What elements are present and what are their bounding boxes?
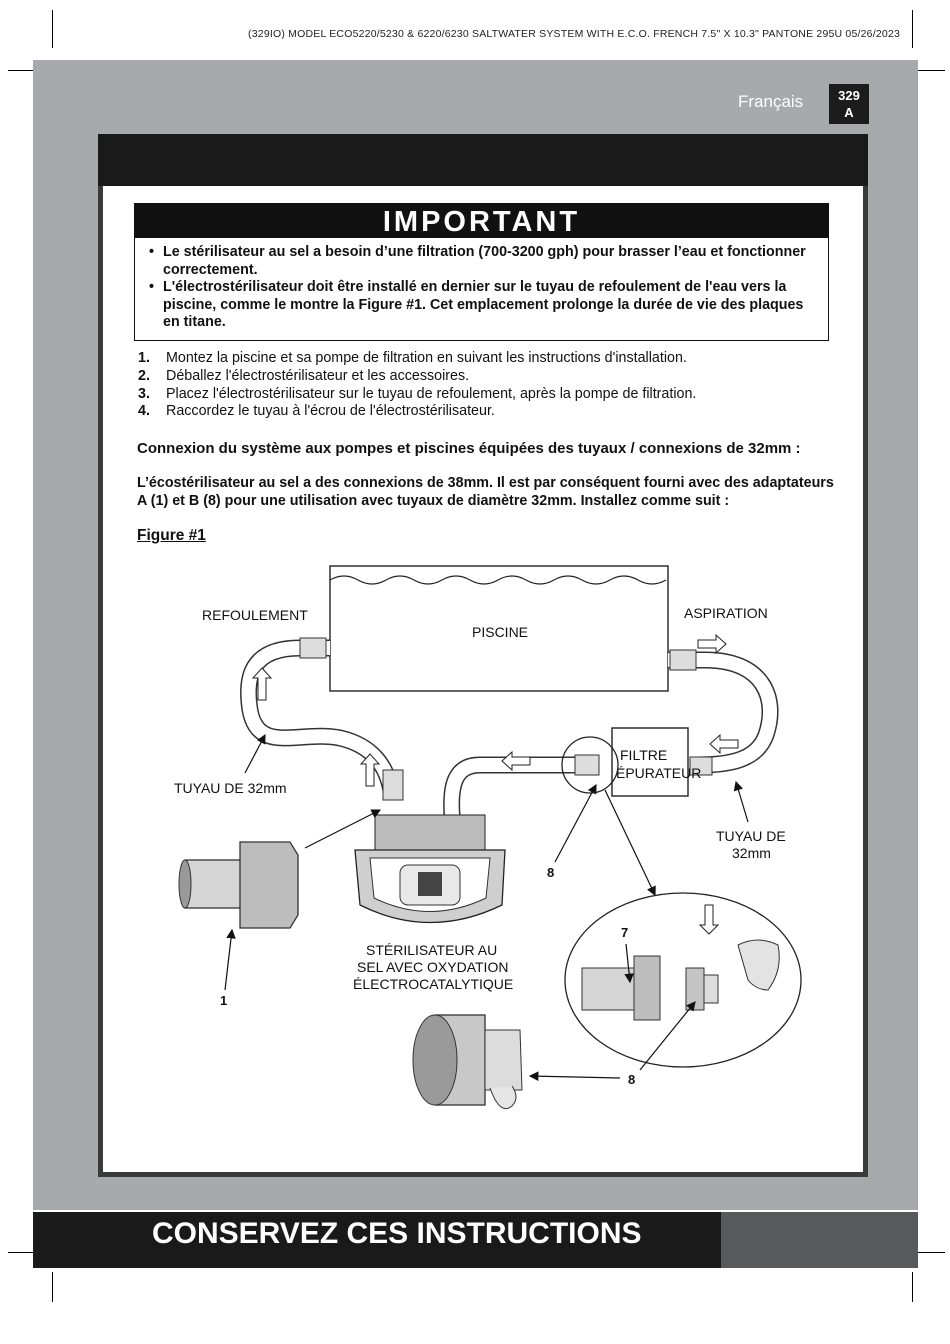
important-box: IMPORTANT Le stérilisateur au sel a beso… bbox=[134, 203, 829, 341]
section-paragraph: L’écostérilisateur au sel a des connexio… bbox=[137, 475, 834, 509]
footer-accent bbox=[721, 1212, 918, 1268]
language-label: Français bbox=[738, 92, 804, 111]
step-number: 4. bbox=[138, 403, 150, 420]
footer-title: CONSERVEZ CES INSTRUCTIONS bbox=[152, 1217, 642, 1250]
step-text: Placez l'électrostérilisateur sur le tuy… bbox=[166, 385, 697, 402]
flow-arrow-left-icon bbox=[709, 733, 739, 755]
crop-mark bbox=[8, 1252, 38, 1253]
filter-label: ÉPURATEUR bbox=[616, 765, 701, 781]
page-number: 329 bbox=[838, 88, 860, 103]
crop-mark bbox=[915, 70, 945, 71]
flow-arrow-right-icon bbox=[697, 633, 727, 655]
figure-label: Figure #1 bbox=[137, 527, 206, 544]
crop-mark bbox=[915, 1252, 945, 1253]
important-bullet: L'électrostérilisateur doit être install… bbox=[147, 279, 818, 332]
step-text: Raccordez le tuyau à l'écrou de l'électr… bbox=[166, 403, 495, 420]
crop-mark bbox=[912, 10, 913, 48]
section-heading: Connexion du système aux pompes et pisci… bbox=[137, 440, 801, 457]
step-number: 1. bbox=[138, 350, 150, 366]
callout-8: 8 bbox=[547, 865, 554, 880]
hose-32mm-label: TUYAU DE 32mm bbox=[174, 780, 287, 796]
flow-arrow-left-icon bbox=[501, 750, 531, 772]
important-list: Le stérilisateur au sel a besoin d’une f… bbox=[135, 238, 828, 332]
footer-bar bbox=[33, 1212, 721, 1268]
important-bullet: Le stérilisateur au sel a besoin d’une f… bbox=[147, 244, 818, 279]
detail-view bbox=[564, 892, 802, 1068]
crop-mark bbox=[912, 1272, 913, 1302]
step-number: 2. bbox=[138, 367, 150, 384]
aspiration-label: ASPIRATION bbox=[684, 605, 768, 621]
sterilizer-label: ÉLECTROCATALYTIQUE bbox=[353, 976, 513, 992]
step-text: Montez la piscine et sa pompe de filtrat… bbox=[166, 350, 687, 366]
suction-hose bbox=[668, 649, 779, 776]
step-item: 1. Montez la piscine et sa pompe de filtr… bbox=[138, 350, 696, 368]
step-item: 2. Déballez l'électrostérilisateur et les… bbox=[138, 368, 696, 386]
content-header-bar bbox=[98, 134, 868, 186]
connector-hose bbox=[443, 754, 600, 816]
step-number: 3. bbox=[138, 385, 150, 402]
flow-arrow-down-icon bbox=[698, 904, 720, 935]
step-text: Déballez l'électrostérilisateur et les a… bbox=[166, 367, 470, 384]
print-header: (329IO) MODEL ECO5220/5230 & 6220/6230 S… bbox=[248, 28, 900, 40]
page-suffix: A bbox=[844, 105, 854, 120]
filter-pump-box bbox=[611, 727, 689, 797]
callout-1: 1 bbox=[220, 993, 227, 1008]
installation-diagram: PISCINE REFOULEMENT ASPIRATION FILTRE ÉP… bbox=[174, 565, 802, 1110]
adapter-a-part bbox=[178, 841, 299, 929]
important-title: IMPORTANT bbox=[135, 204, 828, 238]
adapter-b-part bbox=[412, 1014, 523, 1110]
flow-arrow-up-icon bbox=[359, 753, 381, 787]
hose-32mm-label: 32mm bbox=[732, 845, 771, 861]
flow-arrow-up-icon bbox=[251, 667, 273, 701]
sterilizer-label: SEL AVEC OXYDATION bbox=[357, 959, 508, 975]
step-item: 4. Raccordez le tuyau à l'écrou de l'élec… bbox=[138, 403, 696, 421]
pool-label: PISCINE bbox=[472, 624, 528, 640]
refoulement-label: REFOULEMENT bbox=[202, 607, 308, 623]
callout-7: 7 bbox=[621, 925, 628, 940]
return-hose bbox=[239, 637, 404, 801]
filter-label: FILTRE bbox=[620, 747, 667, 763]
page-number-box: 329 A bbox=[829, 84, 869, 124]
crop-mark bbox=[8, 70, 38, 71]
salt-sterilizer-unit bbox=[354, 814, 506, 924]
sterilizer-label: STÉRILISATEUR AU bbox=[366, 942, 497, 958]
hose-32mm-label: TUYAU DE bbox=[716, 828, 786, 844]
steps-list: 1. Montez la piscine et sa pompe de filtr… bbox=[138, 350, 696, 421]
pool-tank bbox=[329, 565, 669, 692]
crop-mark bbox=[52, 1272, 53, 1302]
callout-8: 8 bbox=[628, 1072, 635, 1087]
step-item: 3. Placez l'électrostérilisateur sur le t… bbox=[138, 386, 696, 404]
crop-mark bbox=[52, 10, 53, 48]
